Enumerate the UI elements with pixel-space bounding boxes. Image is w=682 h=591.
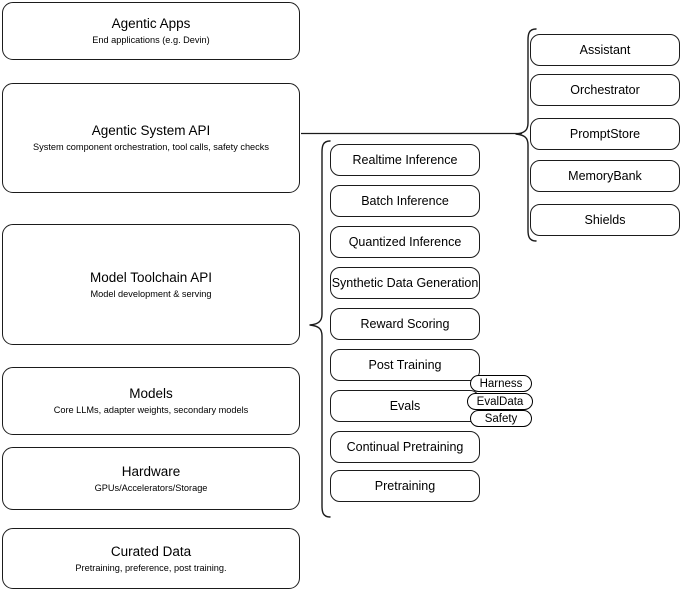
layer-subtitle: End applications (e.g. Devin)	[92, 35, 210, 45]
toolchain-chip-evals[interactable]: Evals	[330, 390, 480, 422]
toolchain-chip-batch-inference[interactable]: Batch Inference	[330, 185, 480, 217]
chip-label: Continual Pretraining	[346, 440, 464, 454]
pill-label: Harness	[479, 377, 523, 390]
layer-subtitle: Model development & serving	[90, 288, 212, 299]
layer-box-models[interactable]: Models Core LLMs, adapter weights, secon…	[2, 367, 300, 435]
chip-label: Reward Scoring	[360, 317, 450, 331]
toolchain-chip-synthetic-data-generation[interactable]: Synthetic Data Generation	[330, 267, 480, 299]
chip-label: Synthetic Data Generation	[331, 276, 479, 290]
evals-pill-evaldata[interactable]: EvalData	[467, 393, 533, 410]
system-chip-promptstore[interactable]: PromptStore	[530, 118, 680, 150]
toolchain-chip-quantized-inference[interactable]: Quantized Inference	[330, 226, 480, 258]
pill-label: EvalData	[476, 395, 524, 408]
layer-subtitle: System component orchestration, tool cal…	[33, 142, 269, 152]
system-chip-assistant[interactable]: Assistant	[530, 34, 680, 66]
layer-box-agentic-apps[interactable]: Agentic Apps End applications (e.g. Devi…	[2, 2, 300, 60]
chip-label: MemoryBank	[568, 169, 642, 183]
chip-label: Evals	[389, 399, 421, 413]
chip-label: Batch Inference	[361, 194, 449, 208]
brace-toolchain-components	[306, 140, 332, 518]
chip-label: Assistant	[579, 43, 631, 57]
chip-label: Pretraining	[374, 479, 436, 493]
system-chip-orchestrator[interactable]: Orchestrator	[530, 74, 680, 106]
chip-label: PromptStore	[569, 127, 641, 141]
layer-subtitle: Core LLMs, adapter weights, secondary mo…	[53, 405, 249, 415]
layer-box-agentic-system-api[interactable]: Agentic System API System component orch…	[2, 83, 300, 193]
layer-subtitle: GPUs/Accelerators/Storage	[94, 482, 208, 493]
toolchain-chip-realtime-inference[interactable]: Realtime Inference	[330, 144, 480, 176]
layer-title: Agentic Apps	[111, 16, 191, 31]
toolchain-chip-continual-pretraining[interactable]: Continual Pretraining	[330, 431, 480, 463]
chip-label: Realtime Inference	[352, 153, 458, 167]
connector-system-api-to-components	[300, 126, 524, 142]
evals-pill-safety[interactable]: Safety	[470, 410, 532, 427]
toolchain-chip-post-training[interactable]: Post Training	[330, 349, 480, 381]
system-chip-shields[interactable]: Shields	[530, 204, 680, 236]
pill-label: Safety	[484, 412, 518, 425]
chip-label: Orchestrator	[570, 83, 640, 97]
toolchain-chip-reward-scoring[interactable]: Reward Scoring	[330, 308, 480, 340]
toolchain-chip-pretraining[interactable]: Pretraining	[330, 470, 480, 502]
system-chip-memorybank[interactable]: MemoryBank	[530, 160, 680, 192]
chip-label: Shields	[584, 213, 626, 227]
layer-title: Agentic System API	[91, 123, 211, 138]
layer-subtitle: Pretraining, preference, post training.	[75, 562, 227, 573]
evals-pill-harness[interactable]: Harness	[470, 375, 532, 392]
layer-box-curated-data[interactable]: Curated Data Pretraining, preference, po…	[2, 528, 300, 589]
layer-title: Curated Data	[110, 543, 192, 559]
layer-box-hardware[interactable]: Hardware GPUs/Accelerators/Storage	[2, 447, 300, 510]
layer-box-model-toolchain-api[interactable]: Model Toolchain API Model development & …	[2, 224, 300, 345]
layer-title: Hardware	[121, 463, 181, 479]
chip-label: Post Training	[368, 358, 442, 372]
layer-title: Model Toolchain API	[89, 269, 213, 285]
chip-label: Quantized Inference	[348, 235, 462, 249]
layer-title: Models	[129, 386, 173, 401]
